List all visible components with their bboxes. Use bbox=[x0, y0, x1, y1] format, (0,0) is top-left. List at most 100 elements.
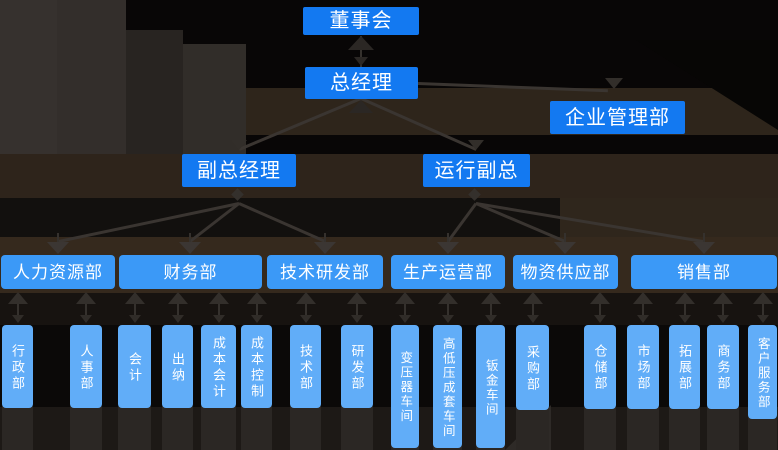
column-shadow bbox=[162, 406, 193, 450]
connector-line bbox=[189, 233, 191, 243]
arrow-up-icon bbox=[247, 292, 267, 304]
arrow-up-icon bbox=[76, 292, 96, 304]
org-node-deputy-gm: 副总经理 bbox=[182, 154, 296, 187]
org-node-dept-sales: 销售部 bbox=[631, 255, 777, 289]
connector-line bbox=[762, 303, 764, 321]
connector-line bbox=[599, 303, 601, 321]
arrow-up-icon bbox=[296, 292, 316, 304]
column-shadow bbox=[584, 407, 616, 450]
column-shadow bbox=[476, 446, 505, 450]
connector-line bbox=[134, 303, 136, 321]
column-shadow bbox=[2, 406, 33, 450]
arrow-down-icon bbox=[354, 57, 368, 66]
org-node-dept-hr: 人力资源部 bbox=[1, 255, 115, 289]
org-node-enterprise-management: 企业管理部 bbox=[550, 101, 685, 134]
connector-line bbox=[177, 303, 179, 321]
column-shadow bbox=[70, 406, 102, 450]
bg-band bbox=[560, 198, 778, 237]
connector-line bbox=[57, 233, 59, 243]
arrow-down-icon bbox=[554, 242, 576, 254]
org-node-operations-vp: 运行副总 bbox=[423, 154, 530, 187]
connector-line bbox=[532, 303, 534, 321]
arrow-down-icon bbox=[179, 242, 201, 254]
arrow-up-icon bbox=[675, 292, 695, 304]
org-node-sub-technology: 技术部 bbox=[290, 325, 321, 408]
arrow-up-icon bbox=[349, 100, 373, 113]
bg-band bbox=[57, 0, 126, 156]
arrow-down-icon bbox=[251, 315, 263, 323]
bg-band bbox=[126, 30, 183, 156]
bg-band bbox=[0, 0, 57, 156]
connector-line bbox=[447, 303, 449, 321]
connector-line bbox=[85, 303, 87, 321]
arrow-down-icon bbox=[594, 315, 606, 323]
org-node-sub-cost-control: 成本控制 bbox=[241, 325, 272, 408]
connector-line bbox=[684, 303, 686, 321]
arrow-down-icon bbox=[47, 242, 69, 254]
org-node-dept-supply: 物资供应部 bbox=[513, 255, 618, 289]
org-node-sub-business: 商务部 bbox=[707, 325, 739, 409]
arrow-down-icon bbox=[757, 315, 769, 323]
org-node-sub-admin: 行政部 bbox=[2, 325, 33, 408]
org-node-sub-expansion: 拓展部 bbox=[669, 325, 700, 409]
connector-line bbox=[490, 303, 492, 321]
connector-line bbox=[564, 233, 566, 243]
arrow-down-icon bbox=[351, 315, 363, 323]
org-node-sub-cashier: 出纳 bbox=[162, 325, 193, 408]
connector-line bbox=[324, 233, 326, 243]
arrow-down-icon bbox=[679, 315, 691, 323]
column-shadow bbox=[748, 417, 777, 450]
connector-line bbox=[356, 303, 358, 321]
connector-line bbox=[722, 303, 724, 321]
connector-line bbox=[404, 303, 406, 321]
arrow-up-icon bbox=[438, 292, 458, 304]
arrow-down-icon bbox=[527, 315, 539, 323]
connector-line bbox=[447, 233, 449, 243]
org-node-sub-sheet-metal-workshop: 钣金车间 bbox=[476, 325, 505, 448]
column-shadow bbox=[669, 407, 700, 450]
arrow-up-icon bbox=[523, 292, 543, 304]
column-shadow bbox=[516, 408, 549, 450]
org-node-sub-cost-accounting: 成本会计 bbox=[201, 325, 236, 408]
arrow-down-icon bbox=[80, 315, 92, 323]
org-node-sub-marketing: 市场部 bbox=[627, 325, 659, 409]
org-node-sub-transformer-workshop: 变压器车间 bbox=[391, 325, 419, 448]
connector-line bbox=[256, 303, 258, 321]
arrow-down-icon bbox=[129, 315, 141, 323]
connector-line bbox=[218, 303, 220, 321]
arrow-down-icon bbox=[442, 315, 454, 323]
connector-line bbox=[360, 36, 362, 67]
connector-line bbox=[17, 303, 19, 321]
arrow-down-icon bbox=[399, 315, 411, 323]
arrow-down-icon bbox=[693, 242, 715, 254]
arrow-down-icon bbox=[605, 78, 623, 89]
arrow-down-icon bbox=[12, 315, 24, 323]
arrow-down-icon bbox=[314, 242, 336, 254]
bg-band bbox=[0, 325, 778, 407]
arrow-up-icon bbox=[590, 292, 610, 304]
arrow-down-icon bbox=[231, 140, 247, 150]
column-shadow bbox=[707, 407, 739, 450]
arrow-up-icon bbox=[713, 292, 733, 304]
column-shadow bbox=[201, 406, 236, 450]
column-shadow bbox=[433, 446, 462, 450]
arrow-up-icon bbox=[347, 292, 367, 304]
arrow-up-icon bbox=[125, 292, 145, 304]
arrow-up-icon bbox=[481, 292, 501, 304]
column-shadow bbox=[627, 407, 659, 450]
arrow-up-icon bbox=[753, 292, 773, 304]
arrow-down-icon bbox=[172, 315, 184, 323]
org-node-sub-personnel: 人事部 bbox=[70, 325, 102, 408]
column-shadow bbox=[241, 406, 272, 450]
connector-line bbox=[642, 303, 644, 321]
bg-band bbox=[0, 293, 778, 325]
org-node-general-manager: 总经理 bbox=[305, 67, 418, 99]
org-node-sub-purchasing: 采购部 bbox=[516, 325, 549, 410]
bg-band bbox=[0, 154, 778, 198]
arrow-up-icon bbox=[395, 292, 415, 304]
connector-line bbox=[305, 303, 307, 321]
org-node-sub-customer-service: 客户服务部 bbox=[748, 325, 777, 419]
arrow-up-icon bbox=[633, 292, 653, 304]
org-node-board: 董事会 bbox=[303, 7, 419, 35]
